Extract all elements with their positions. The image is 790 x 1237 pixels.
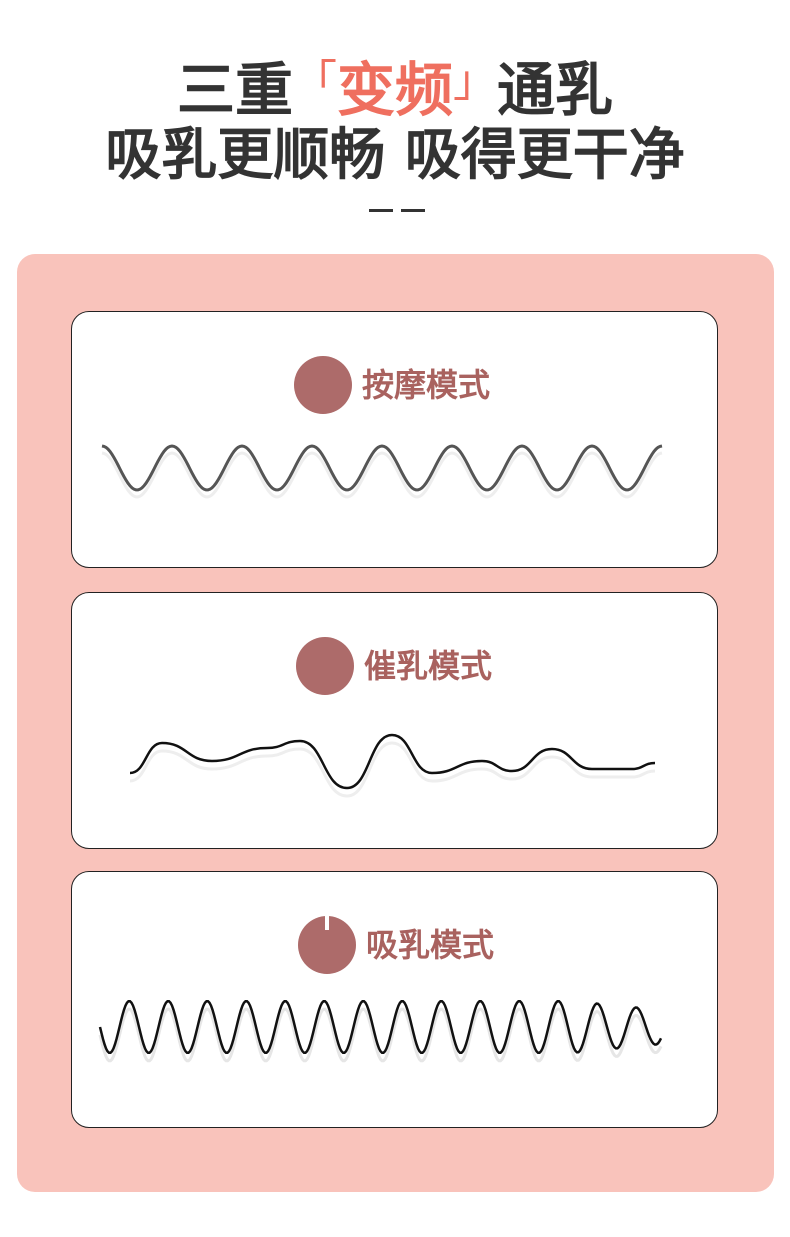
mode-label-suction: 吸乳模式: [366, 926, 495, 964]
bracket-open: 「: [292, 56, 337, 107]
title-divider: [369, 209, 427, 213]
mode-card-lactation: 催乳模式: [71, 592, 718, 849]
modes-panel: 按摩模式 催乳模式 吸乳模式: [17, 254, 774, 1192]
title-accent: 变频: [336, 56, 453, 124]
bracket-close: 」: [453, 56, 497, 107]
title-post: 通乳: [497, 56, 614, 124]
mode-card-massage: 按摩模式: [71, 311, 718, 568]
title-line-1: 三重「变频」通乳: [0, 42, 790, 130]
mode-card-suction: 吸乳模式: [71, 871, 718, 1128]
mode-row: 按摩模式: [72, 356, 717, 416]
suction-wave: [98, 999, 663, 1063]
mode-label-massage: 按摩模式: [362, 366, 491, 404]
mode-row: 吸乳模式: [72, 916, 717, 976]
circle-dot-icon: [294, 356, 352, 414]
title-pre: 三重: [176, 56, 293, 124]
title-line-2: 吸乳更顺畅 吸得更干净: [105, 123, 685, 188]
header: 三重「变频」通乳 吸乳更顺畅 吸得更干净: [0, 0, 790, 240]
mode-row: 催乳模式: [72, 637, 717, 697]
massage-wave: [101, 444, 663, 499]
lactation-wave: [129, 733, 656, 798]
mode-label-lactation: 催乳模式: [364, 647, 493, 685]
power-icon: [298, 916, 356, 974]
circle-dot-icon: [296, 637, 354, 695]
